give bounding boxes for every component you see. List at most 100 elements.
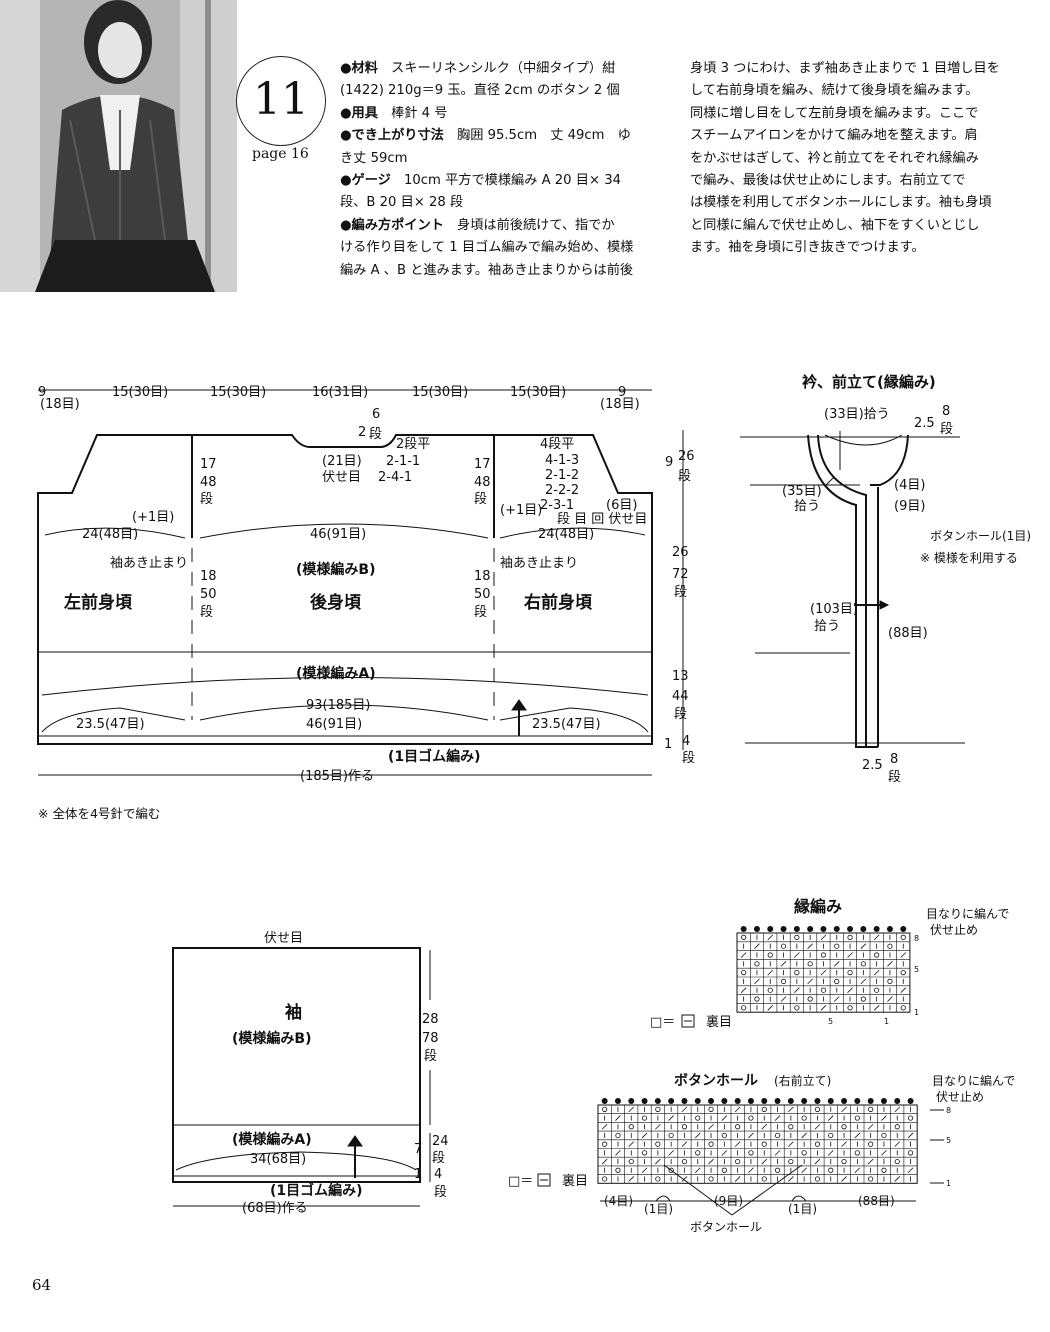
instr-line: ける作り目をして 1 目ゴム編みで編み始め、模様 bbox=[340, 240, 634, 256]
neck-21: (21目) bbox=[322, 454, 362, 469]
instr-line: して右前身頃を編み、続けて後身頃を編みます。 bbox=[690, 83, 979, 99]
width-93: 93(185目) bbox=[306, 698, 371, 713]
instr-line: スチームアイロンをかけて編み地を整えます。肩 bbox=[690, 128, 978, 144]
dim-top-15a: 15(30目) bbox=[112, 385, 168, 400]
sleeve-ribbing: (1目ゴム編み) bbox=[270, 1182, 363, 1199]
width-24-right: 24(48目) bbox=[538, 527, 594, 542]
instr-line: ●でき上がり寸法 胸囲 95.5cm 丈 49cm ゆ bbox=[340, 128, 631, 144]
rh-dan1: 段 bbox=[678, 469, 691, 484]
instr-line: は模様を利用してボタンホールにします。袖も身頃 bbox=[690, 195, 992, 211]
collar-buttonhole: ボタンホール(1目) bbox=[930, 529, 1031, 543]
front-shape-6: (6目) bbox=[606, 498, 637, 513]
edge-chart-note2: 伏せ止め bbox=[930, 923, 978, 937]
collar-25a: 2.5 bbox=[914, 416, 935, 431]
instr-line: ●編み方ポイント 身頃は前後続けて、指でか bbox=[340, 217, 615, 233]
sleeve-h-7: 7 bbox=[414, 1142, 422, 1157]
neck-fuseme: 伏せ目 bbox=[322, 470, 361, 485]
dim-top-15d: 15(30目) bbox=[510, 385, 566, 400]
right-front-label: 右前身頃 bbox=[524, 592, 593, 613]
sleeve-h-dan2: 段 bbox=[432, 1151, 445, 1166]
bh-row-8: 8 bbox=[946, 1106, 951, 1115]
neck-6: 6 bbox=[372, 407, 380, 422]
front-shape-3: 2-1-2 bbox=[545, 468, 579, 483]
sleeve-h-24: 24 bbox=[432, 1134, 449, 1149]
rh-13: 13 bbox=[672, 669, 689, 684]
edge-chart-note1: 目なりに編んで bbox=[926, 906, 1009, 921]
sleeve-diagram: 伏せ目 袖 (模様編みB) (模様編みA) 34(68目) (1目ゴム編み) (… bbox=[172, 931, 449, 1216]
front-shape-7: 段 目 回 伏せ目 bbox=[557, 512, 647, 527]
width-23-right: 23.5(47目) bbox=[532, 717, 601, 732]
bh-label-buttonhole: ボタンホール bbox=[690, 1220, 762, 1234]
edge-row-1: 1 bbox=[914, 1008, 919, 1017]
dim-top-16: 16(31目) bbox=[312, 385, 368, 400]
instructions-right: 身頃 3 つにわけ、まず袖あき止まりで 1 目増し目を して右前身頃を編み、続け… bbox=[690, 58, 1008, 260]
pattern-number-badge: 11 bbox=[236, 56, 326, 146]
rh-dan4: 段 bbox=[682, 751, 695, 766]
rh-dan2: 段 bbox=[674, 585, 687, 600]
bh-grid bbox=[597, 1098, 918, 1184]
instr-line: ●ゲージ 10cm 平方で模様編み A 20 目× 34 bbox=[340, 173, 621, 189]
pattern-b-label: (模様編みB) bbox=[296, 561, 375, 578]
sleeve-h-4: 4 bbox=[434, 1167, 442, 1182]
collar-35: (35目) bbox=[782, 484, 822, 499]
rh-26b: 26 bbox=[672, 545, 689, 560]
instr-line: と同様に編んで伏せ止めし、袖下をすくいとじし bbox=[690, 217, 980, 233]
dim-top-15b: 15(30目) bbox=[210, 385, 266, 400]
height-50-left: 50 bbox=[200, 587, 217, 602]
width-24-left: 24(48目) bbox=[82, 527, 138, 542]
left-front-label: 左前身頃 bbox=[64, 592, 133, 613]
bh-row-5: 5 bbox=[946, 1136, 951, 1145]
collar-88: (88目) bbox=[888, 626, 928, 641]
collar-33: (33目)拾う bbox=[824, 407, 890, 422]
sleeve-name: 袖 bbox=[285, 1002, 302, 1023]
rh-9: 9 bbox=[665, 455, 673, 470]
rh-1: 1 bbox=[664, 737, 672, 752]
sleeve-h-dan3: 段 bbox=[434, 1185, 447, 1200]
needle-note: ※ 全体を4号針で編む bbox=[38, 806, 161, 821]
dim-top-18-right: (18目) bbox=[600, 397, 640, 412]
width-46-bottom: 46(91目) bbox=[306, 717, 362, 732]
instr-line: ます。袖を身頃に引き抜きでつけます。 bbox=[690, 240, 925, 256]
edge-col-5: 5 bbox=[828, 1017, 833, 1026]
increase-right: (+1目) bbox=[500, 503, 542, 518]
bh-label-1a: (1目) bbox=[644, 1202, 673, 1216]
ribbing-label: (1目ゴム編み) bbox=[388, 748, 481, 765]
instr-line: 身頃 3 つにわけ、まず袖あき止まりで 1 目増し目を bbox=[690, 61, 1000, 76]
edge-chart: 縁編み 目なりに編んで 伏せ止め □＝ 裏目 8 5 1 5 1 bbox=[650, 897, 1009, 1030]
cast-on-label: (185目)作る bbox=[300, 769, 374, 784]
edge-legend-rev: 裏目 bbox=[706, 1015, 732, 1030]
instr-line: 同様に増し目をして左前身頃を編みます。ここで bbox=[690, 105, 979, 121]
collar-dan-a: 段 bbox=[940, 422, 953, 437]
height-dan-right: 段 bbox=[474, 492, 487, 507]
height-50-right: 50 bbox=[474, 587, 491, 602]
neck-2-4-1: 2-4-1 bbox=[378, 470, 412, 485]
increase-left: (+1目) bbox=[132, 510, 174, 525]
instructions-left: ●材料 スキーリネンシルク（中細タイプ）紺 (1422) 210g＝9 玉。直径… bbox=[340, 58, 658, 282]
bh-chart-note1: 目なりに編んで bbox=[932, 1073, 1015, 1088]
collar-hirou2: 拾う bbox=[814, 619, 840, 634]
collar-8b: 8 bbox=[890, 752, 898, 767]
collar-4: (4目) bbox=[894, 478, 925, 493]
sleeve-bindoff: 伏せ目 bbox=[264, 931, 303, 946]
sleeve-h-1: 1 bbox=[414, 1167, 422, 1182]
front-shape-1: 4段平 bbox=[540, 437, 574, 452]
sleeve-pattern-b: (模様編みB) bbox=[232, 1030, 311, 1047]
dim-top-9-left: 9 bbox=[38, 385, 46, 400]
bh-legend-rev: 裏目 bbox=[562, 1174, 588, 1189]
front-shape-2: 4-1-3 bbox=[545, 453, 579, 468]
collar-103: (103目) bbox=[810, 602, 858, 617]
neck-2danpei: 2段平 bbox=[396, 437, 430, 452]
height-48-left: 48 bbox=[200, 475, 217, 490]
back-label: 後身頃 bbox=[310, 592, 362, 613]
sleeve-open-right: 袖あき止まり bbox=[500, 556, 578, 571]
instr-line: で編み、最後は伏せ止めにします。右前立てで bbox=[690, 173, 966, 189]
dim-top-18-left: (18目) bbox=[40, 397, 80, 412]
sleeve-h-dan1: 段 bbox=[424, 1049, 437, 1064]
sleeve-open-left: 袖あき止まり bbox=[110, 556, 188, 571]
edge-legend-eq: □＝ bbox=[650, 1015, 675, 1030]
pattern-a-label: (模様編みA) bbox=[296, 665, 376, 682]
bh-legend-eq: □＝ bbox=[508, 1174, 533, 1189]
collar-diagram: 衿、前立て(縁編み) (33目)拾う 2.5 8 段 (35目) 拾う (4目)… bbox=[740, 373, 1031, 785]
bh-chart-note2: 伏せ止め bbox=[936, 1090, 984, 1104]
height-18-right: 18 bbox=[474, 569, 491, 584]
